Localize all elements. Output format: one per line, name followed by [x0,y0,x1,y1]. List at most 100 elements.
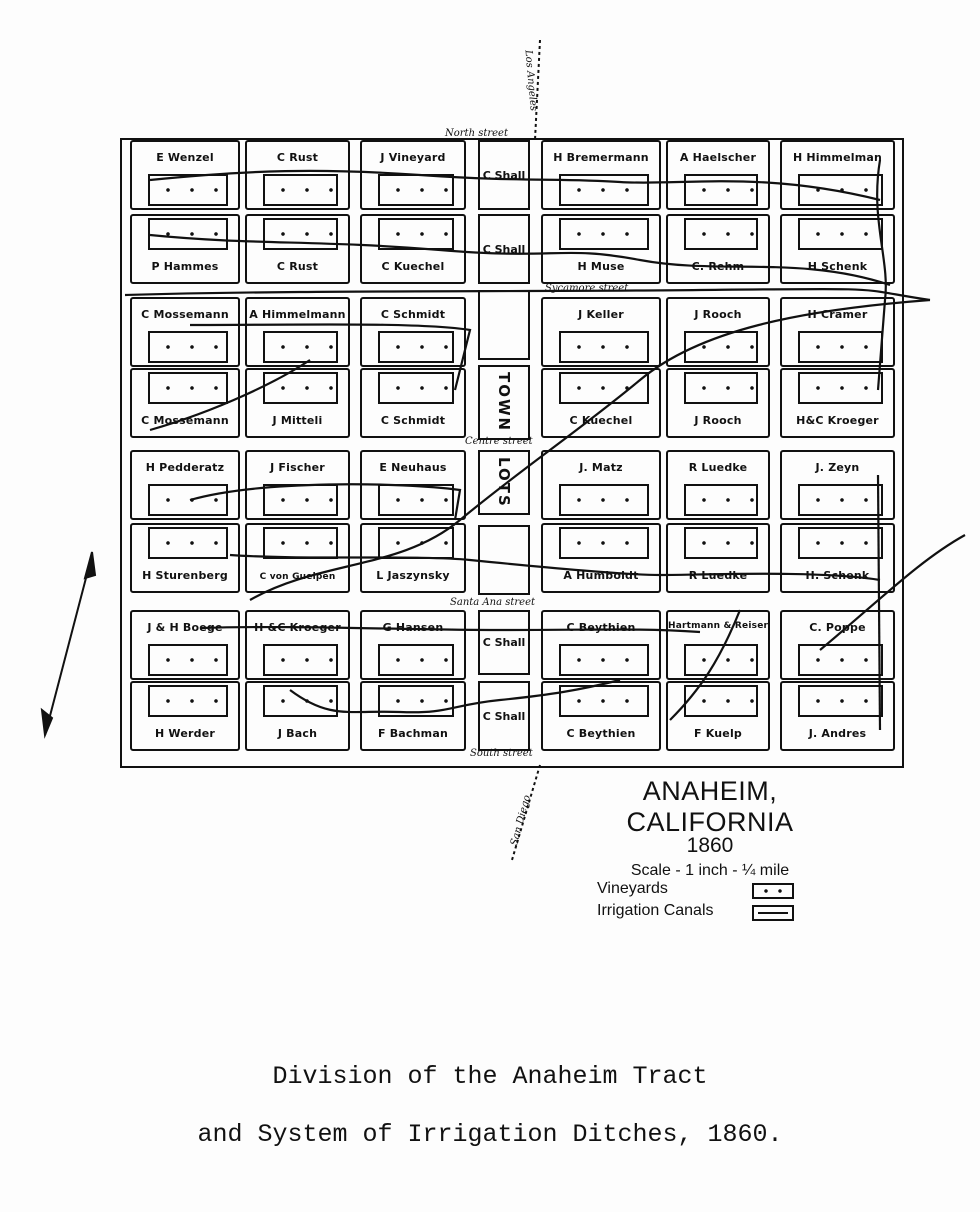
lot-parcel: H &C Kroeger [245,610,350,680]
vineyard-plot [798,644,883,676]
town-block [478,525,530,595]
vineyard-plot [263,685,338,717]
vineyard-plot [798,174,883,206]
lot-parcel: L Jaszynsky [360,523,466,593]
vineyard-plot [148,527,228,559]
vineyard-plot [148,644,228,676]
lot-owner-label: C Rust [276,151,319,164]
lot-parcel: H Schenk [780,214,895,284]
lot-owner-label: H Bremermann [553,151,649,164]
lot-parcel: H Bremermann [541,140,661,210]
vineyard-plot [559,527,649,559]
vineyard-plot [148,372,228,404]
lot-parcel: R Luedke [666,523,770,593]
vineyard-symbol-icon [752,883,794,899]
north-arrow-icon [44,554,93,736]
lot-parcel: J Rooch [666,297,770,367]
map-legend: ANAHEIM, CALIFORNIA 1860 Scale - 1 inch … [560,776,860,924]
lot-owner-label: C Kuechel [569,414,633,427]
vineyard-plot [684,527,758,559]
lot-owner-label: C Mossemann [141,414,229,427]
vineyard-plot [263,644,338,676]
lot-parcel: C Rust [245,140,350,210]
lot-owner-label: J Mitteli [272,414,323,427]
lot-owner-label: H &C Kroeger [254,621,341,634]
lot-owner-label: J. Matz [579,461,623,474]
vineyard-plot [378,484,454,516]
lot-parcel: E Wenzel [130,140,240,210]
town-block-label: TOWN [495,372,513,433]
north-arrow-head-icon [83,551,97,580]
lot-parcel: A Himmelmann [245,297,350,367]
lot-parcel: H Himmelman [780,140,895,210]
road-label-san-diego: San Diego [508,793,534,848]
town-block: LOTS [478,450,530,515]
vineyard-plot [684,644,758,676]
lot-owner-label: R Luedke [688,569,748,582]
lot-owner-label: A Haelscher [679,151,757,164]
lot-parcel: J. Matz [541,450,661,520]
caption-line-2: and System of Irrigation Ditches, 1860. [197,1120,783,1149]
lot-owner-label: H Himmelman [792,151,883,164]
vineyard-plot [378,218,454,250]
vineyard-plot [378,331,454,363]
vineyard-plot [263,484,338,516]
lot-owner-label: J & H Boege [147,621,223,634]
lot-owner-label: G Hansen [382,621,444,634]
town-block: C Shall [478,140,530,210]
town-block [478,290,530,360]
lot-owner-label: E Wenzel [156,151,214,164]
lot-parcel: C Kuechel [541,368,661,438]
lot-parcel: C. Poppe [780,610,895,680]
lot-owner-label: C. Poppe [809,621,866,634]
vineyard-plot [263,372,338,404]
town-block-label: C Shall [482,709,526,723]
lot-parcel: G Hansen [360,610,466,680]
lot-owner-label: J. Andres [808,727,867,740]
lot-parcel: J. Zeyn [780,450,895,520]
legend-label: Vineyards [597,880,668,897]
lot-parcel: F Kuelp [666,681,770,751]
vineyard-plot [559,644,649,676]
lot-owner-label: Hartmann & Reiser [668,621,769,631]
vineyard-plot [148,685,228,717]
lot-parcel: C Schmidt [360,297,466,367]
vineyard-plot [798,218,883,250]
vineyard-plot [559,685,649,717]
lot-owner-label: J Vineyard [380,151,446,164]
town-block: TOWN [478,365,530,440]
lot-owner-label: E Neuhaus [379,461,447,474]
lot-parcel: C Mossemann [130,368,240,438]
lot-owner-label: J Rooch [694,308,742,321]
lot-owner-label: H Sturenberg [142,569,228,582]
lot-parcel: J Bach [245,681,350,751]
vineyard-plot [559,174,649,206]
vineyard-plot [798,484,883,516]
street-label-santa-ana: Santa Ana street [450,597,535,608]
vineyard-plot [378,685,454,717]
lot-parcel: J Keller [541,297,661,367]
lot-owner-label: L Jaszynsky [376,569,450,582]
lot-owner-label: C Kuechel [381,260,445,273]
lot-parcel: J Fischer [245,450,350,520]
north-arrow-tail-icon [40,707,54,739]
lot-parcel: C Kuechel [360,214,466,284]
legend-label: Irrigation Canals [597,902,714,919]
lot-parcel: H&C Kroeger [780,368,895,438]
caption-line-1: Division of the Anaheim Tract [272,1062,708,1091]
vineyard-plot [684,372,758,404]
vineyard-plot [378,527,454,559]
lot-parcel: C Mossemann [130,297,240,367]
lot-parcel: C von Guelpen [245,523,350,593]
lot-parcel: R Luedke [666,450,770,520]
map-title: ANAHEIM, CALIFORNIA [626,776,794,837]
lot-parcel: J Mitteli [245,368,350,438]
town-block-label: C Shall [482,636,526,649]
vineyard-plot [798,527,883,559]
lot-parcel: Hartmann & Reiser [666,610,770,680]
street-label-sycamore: Sycamore street [545,283,629,294]
lot-parcel: F Bachman [360,681,466,751]
lot-owner-label: C Rust [276,260,319,273]
lot-owner-label: J. Zeyn [815,461,860,474]
